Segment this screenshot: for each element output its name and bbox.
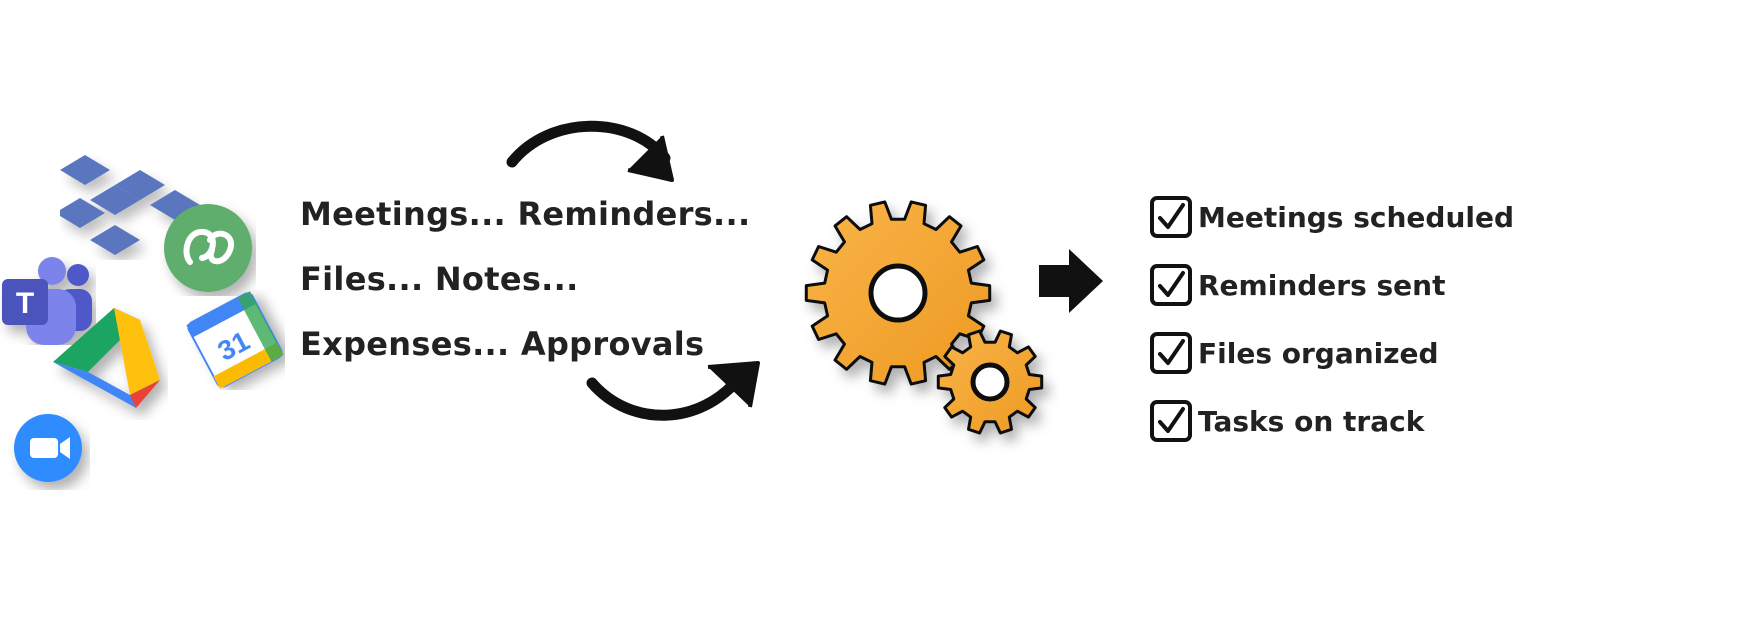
curved-arrow-bottom-icon — [586, 361, 760, 421]
result-label: Files organized — [1198, 336, 1439, 370]
checkbox-checked-icon — [1150, 332, 1192, 374]
right-arrow-icon — [1039, 249, 1103, 313]
task-line-meetings-reminders: Meetings... Reminders... — [300, 195, 751, 233]
google-drive-icon — [53, 308, 160, 408]
teams-icon: T — [2, 257, 92, 345]
result-label: Reminders sent — [1198, 268, 1446, 302]
gears-icon — [804, 200, 1044, 435]
zoom-icon — [14, 414, 82, 482]
task-line-files-notes: Files... Notes... — [300, 260, 579, 298]
dropbox-icon — [60, 155, 200, 255]
result-label: Tasks on track — [1198, 404, 1425, 438]
result-item-tasks-on-track: Tasks on track — [1150, 400, 1424, 442]
google-calendar-icon: 31 — [186, 291, 284, 389]
result-label: Meetings scheduled — [1198, 200, 1515, 234]
checkbox-checked-icon — [1150, 264, 1192, 306]
task-line-expenses-approvals: Expenses... Approvals — [300, 325, 705, 363]
checkbox-checked-icon — [1150, 400, 1192, 442]
result-item-meetings-scheduled: Meetings scheduled — [1150, 196, 1514, 238]
quip-icon — [164, 204, 252, 292]
curved-arrow-top-icon — [506, 120, 674, 182]
teams-icon-letter: T — [16, 287, 34, 320]
result-item-files-organized: Files organized — [1150, 332, 1439, 374]
checkbox-checked-icon — [1150, 196, 1192, 238]
result-item-reminders-sent: Reminders sent — [1150, 264, 1446, 306]
app-icons-cluster: T 31 — [0, 140, 300, 500]
